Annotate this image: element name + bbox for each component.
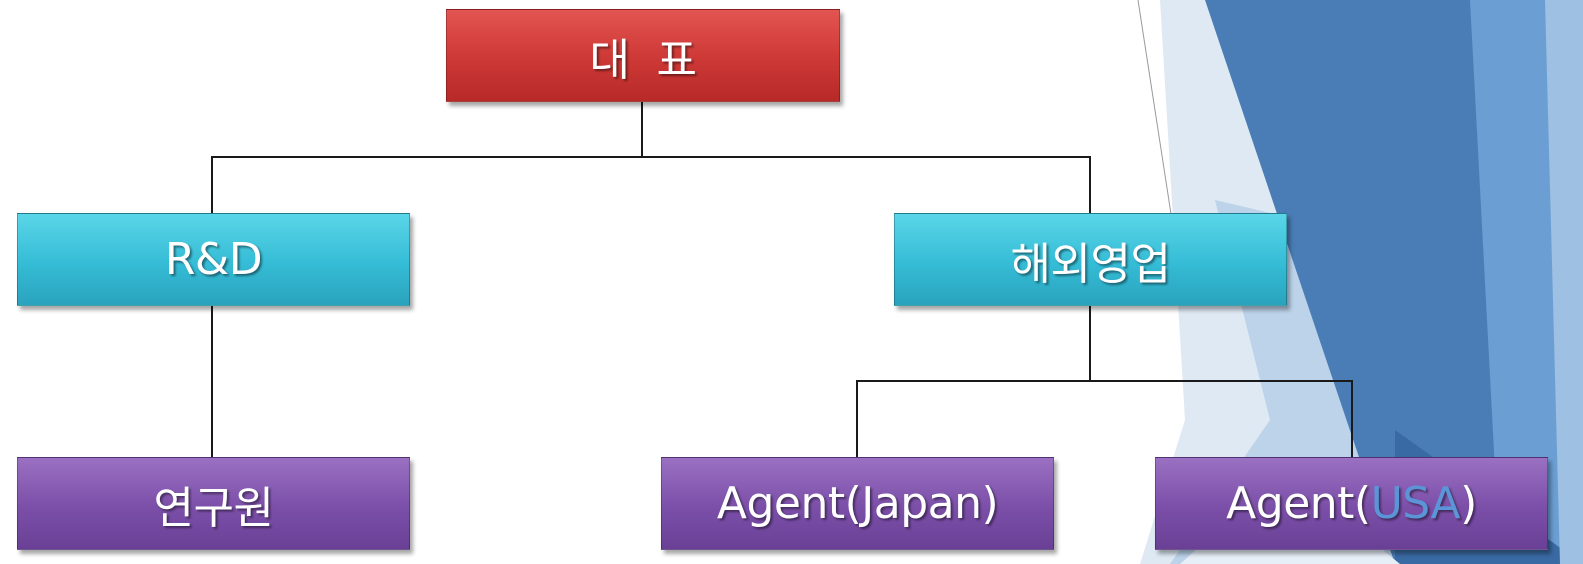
agent-usa-label-country: USA xyxy=(1370,478,1461,529)
overseas-sales-box: 해외영업 xyxy=(894,213,1287,306)
connector-agents-horizontal xyxy=(856,380,1353,382)
agent-usa-box: Agent(USA) xyxy=(1155,457,1548,550)
deco-right-strip xyxy=(1545,0,1583,564)
rnd-label: R&D xyxy=(164,234,263,285)
connector-sales-up xyxy=(1089,156,1091,214)
connector-japan-up xyxy=(856,380,858,458)
connector-usa-up xyxy=(1351,380,1353,458)
connector-top-horizontal xyxy=(211,156,1091,158)
connector-rnd-down xyxy=(211,306,213,458)
researcher-label: 연구원 xyxy=(153,482,274,534)
connector-sales-down xyxy=(1089,306,1091,382)
connector-ceo-down xyxy=(641,102,643,157)
researcher-box: 연구원 xyxy=(17,457,410,550)
ceo-box: 대 표 xyxy=(446,9,840,102)
agent-usa-label-prefix: Agent( xyxy=(1226,478,1371,529)
overseas-sales-label: 해외영업 xyxy=(1010,238,1171,290)
agent-japan-label: Agent(Japan) xyxy=(716,478,999,529)
connector-rnd-up xyxy=(211,156,213,214)
agent-usa-label-suffix: ) xyxy=(1460,478,1477,529)
agent-japan-box: Agent(Japan) xyxy=(661,457,1054,550)
ceo-label: 대 표 xyxy=(589,34,697,86)
rnd-box: R&D xyxy=(17,213,410,306)
